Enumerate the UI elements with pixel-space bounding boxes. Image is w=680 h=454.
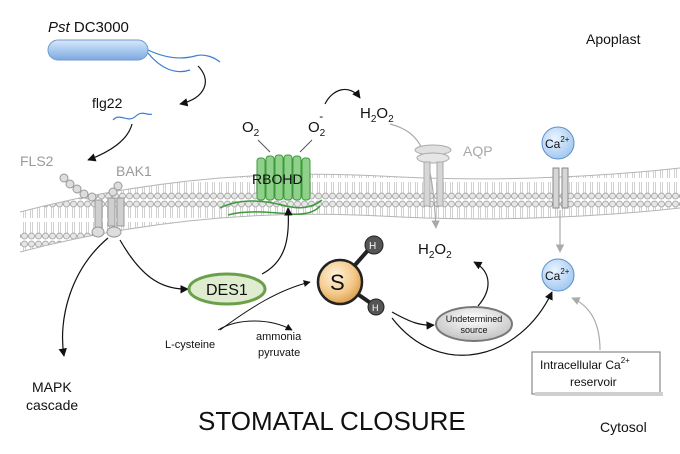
bak1-receptor xyxy=(106,181,125,238)
flagellum xyxy=(147,49,221,63)
calcium-ion-apoplast xyxy=(541,126,575,160)
arrow-superoxide-to-h2o2 xyxy=(324,88,361,105)
arrow-cysteine-to-products xyxy=(217,320,293,331)
stomatal-closure-label: STOMATAL CLOSURE xyxy=(198,406,466,436)
undetermined-source xyxy=(435,306,513,342)
superoxide-label: O2- xyxy=(308,109,326,139)
aqp-label: AQP xyxy=(463,143,493,159)
ammonia-label: ammonia xyxy=(256,331,302,343)
sulfur-atom xyxy=(316,258,364,306)
hydrogen-top-label: H xyxy=(369,241,376,252)
arrow-reservoir-to-calcium xyxy=(571,297,601,351)
intracellular-label-line2: reservoir xyxy=(570,375,617,389)
sulfur-label: S xyxy=(330,270,345,295)
arrow-to-mapk xyxy=(58,237,109,357)
hydrogen-atom-bottom xyxy=(367,298,385,316)
l-cysteine-label: L-cysteine xyxy=(165,339,215,351)
hydrogen-atom-top xyxy=(364,235,384,255)
arrow-to-des1 xyxy=(119,239,189,294)
arrow-to-h2s xyxy=(219,280,311,331)
h2o2-apoplast-label: H2O2 xyxy=(360,105,394,125)
superoxide-connector xyxy=(299,139,313,153)
mapk-label-line1: MAPK xyxy=(32,379,72,395)
fls2-label: FLS2 xyxy=(20,153,54,169)
pathogen-label: Pst DC3000 xyxy=(48,19,129,36)
arrow-des1-to-rbohd xyxy=(261,207,293,275)
des1-label: DES1 xyxy=(206,282,248,299)
arrow-undetermined-to-h2o2 xyxy=(473,261,489,307)
reservoir-box-shadow xyxy=(535,392,663,396)
arrow-flg22-to-fls2 xyxy=(87,123,133,162)
arrow-h2s-to-undetermined xyxy=(391,311,435,330)
calcium-cytosol-label: Ca2+ xyxy=(545,267,570,283)
aqp-channel xyxy=(414,144,452,207)
cytosol-label: Cytosol xyxy=(600,419,647,435)
hydrogen-bottom-label: H xyxy=(372,303,379,313)
intracellular-reservoir-box xyxy=(531,351,661,395)
pyruvate-label: pyruvate xyxy=(258,347,300,359)
plasma-membrane xyxy=(19,167,680,253)
flg22-peptide xyxy=(112,112,153,121)
bak1-label: BAK1 xyxy=(116,163,152,179)
apoplast-label: Apoplast xyxy=(586,31,641,47)
flg22-label: flg22 xyxy=(92,95,123,111)
bacterium-icon xyxy=(47,39,221,73)
o2-label: O2 xyxy=(242,119,260,139)
o2-connector xyxy=(257,139,271,153)
mapk-label-line2: cascade xyxy=(26,397,78,413)
fls2-receptor xyxy=(59,173,105,238)
calcium-channel xyxy=(552,167,569,209)
undetermined-label-line1: Undetermined xyxy=(446,314,503,324)
h2o2-cytosol-label: H2O2 xyxy=(418,241,452,261)
intracellular-label-line1: Intracellular Ca2+ xyxy=(540,356,630,372)
arrow-h2s-to-calcium xyxy=(391,291,553,356)
des1-enzyme xyxy=(187,272,267,306)
rbohd-complex xyxy=(219,154,323,216)
rbohd-label: RBOHD xyxy=(252,171,303,187)
calcium-ion-cytosol xyxy=(541,258,575,292)
arrow-bacterium-to-flg22 xyxy=(179,65,206,107)
calcium-apoplast-label: Ca2+ xyxy=(545,135,570,151)
undetermined-label-line2: source xyxy=(460,325,487,335)
h2s-molecule xyxy=(316,235,385,316)
flagellum xyxy=(147,52,191,73)
